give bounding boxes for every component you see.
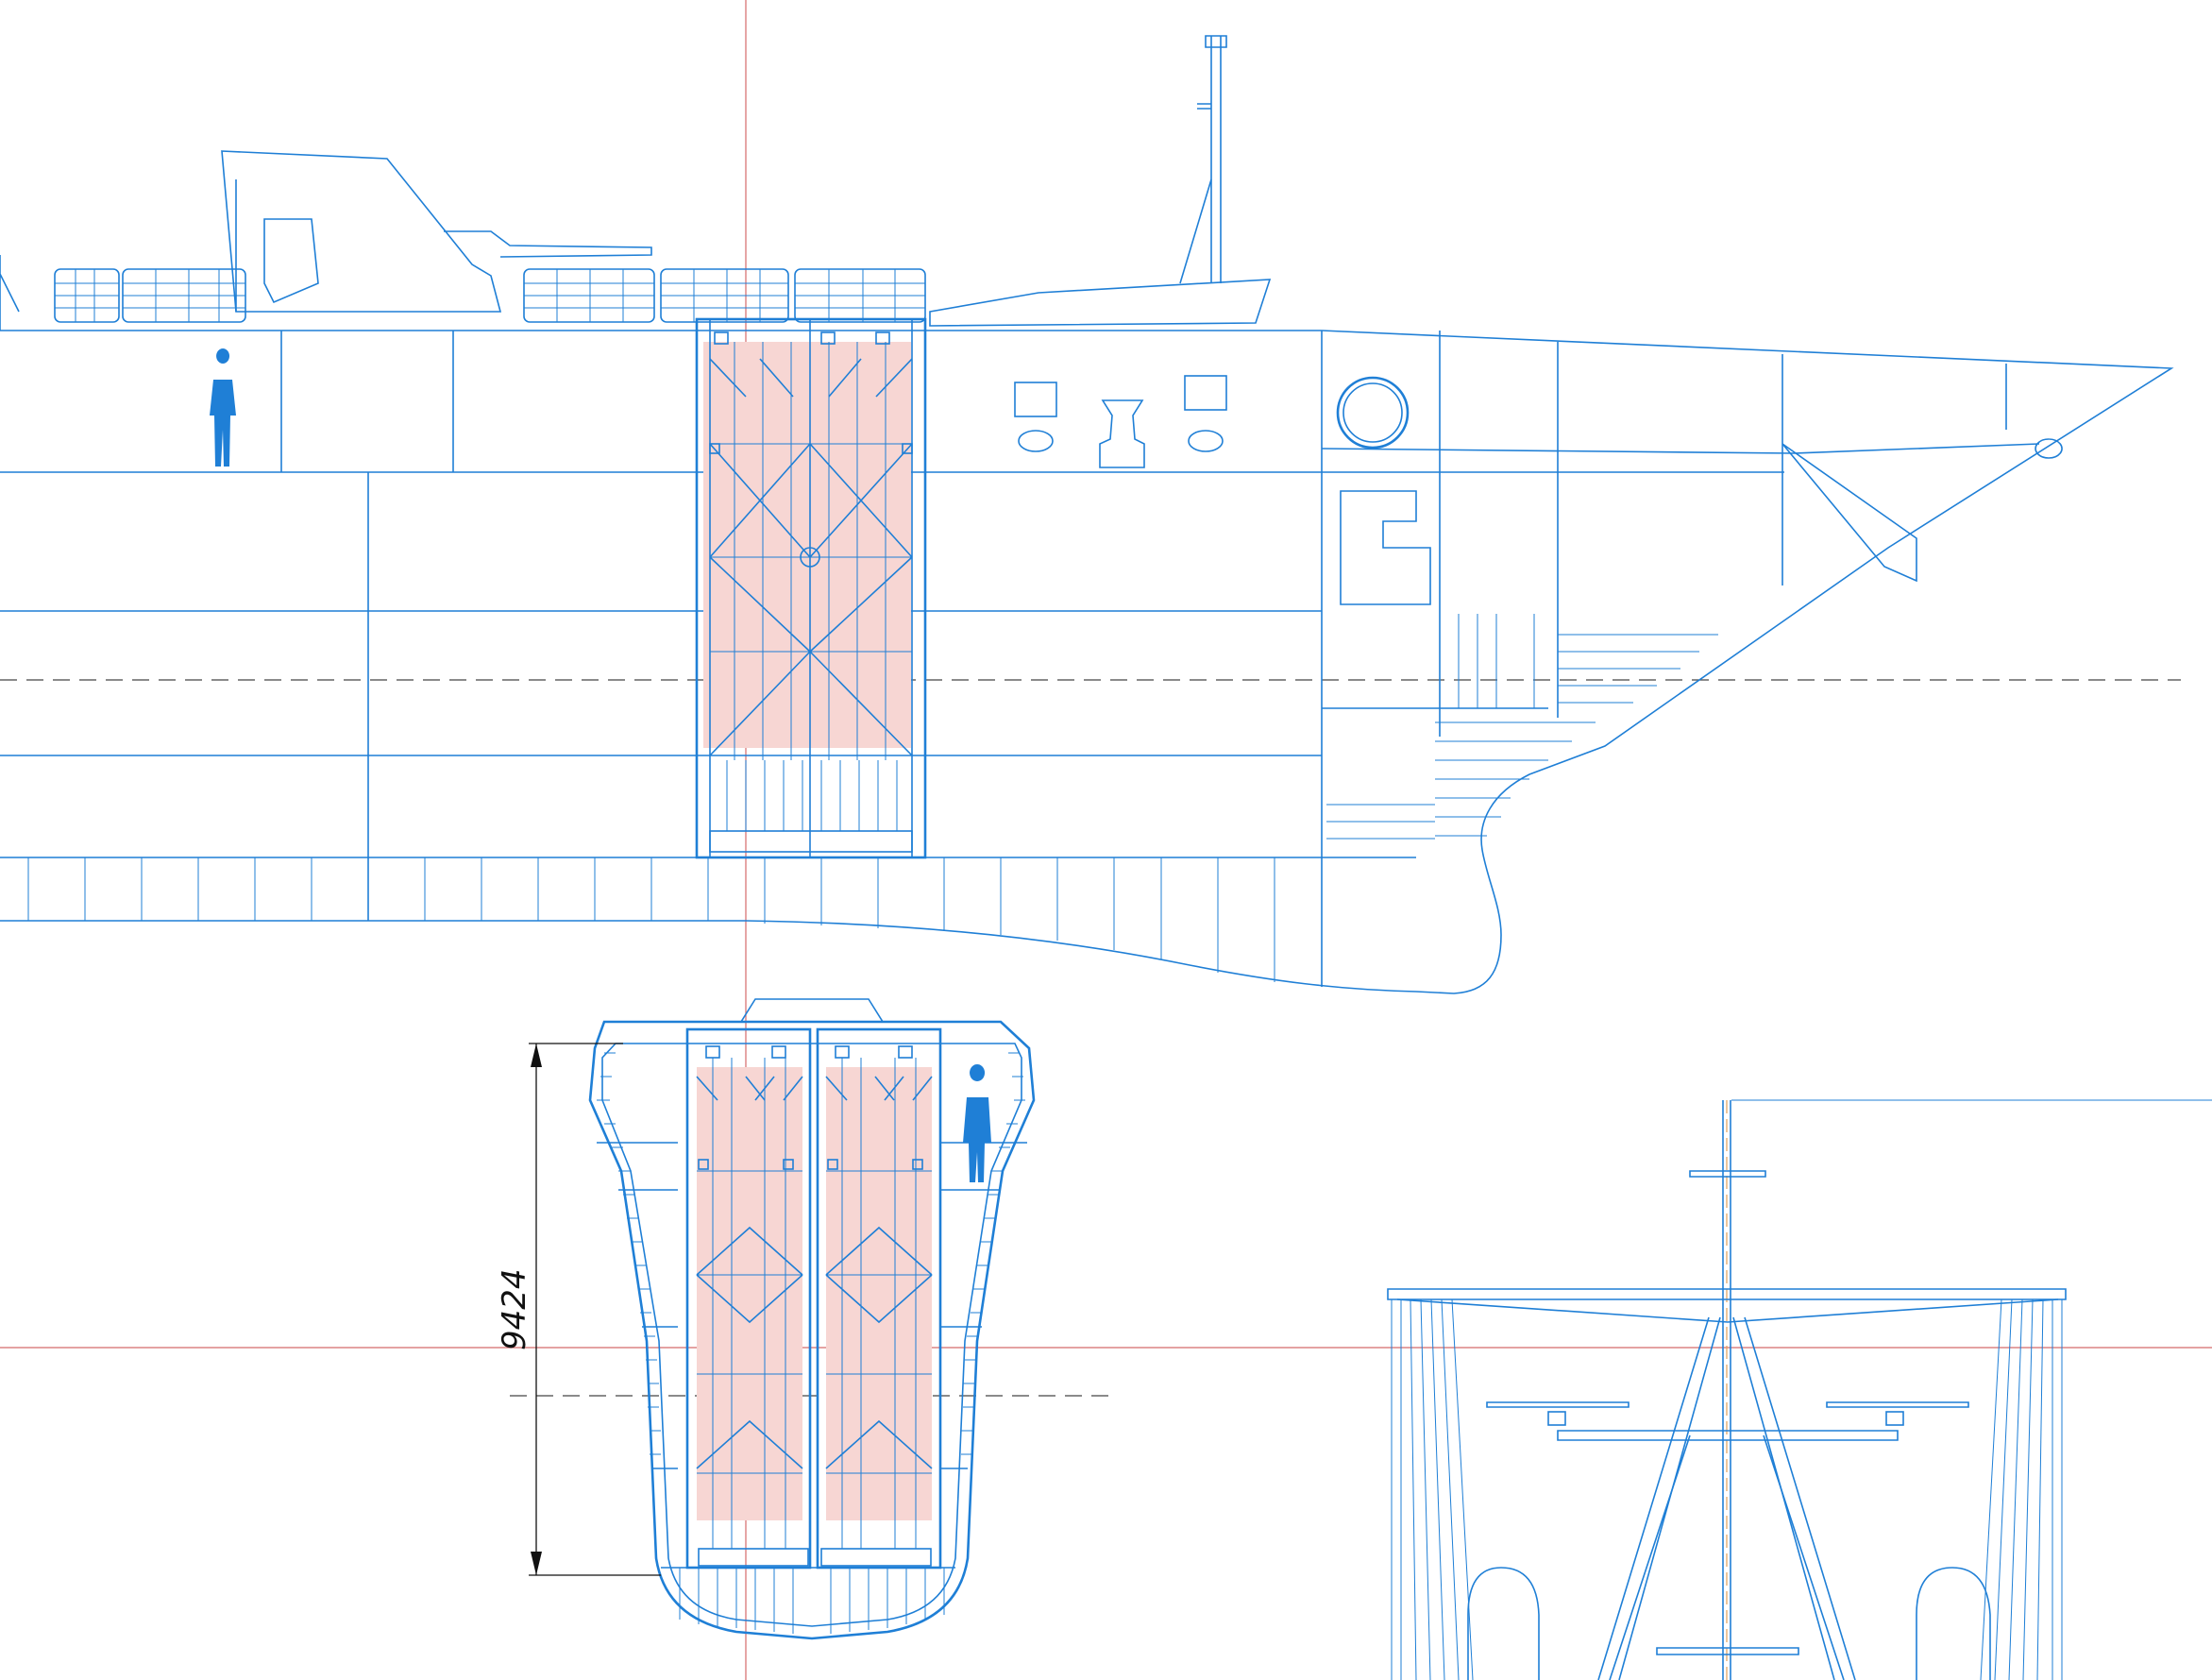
cross-section-view: 9424 bbox=[496, 998, 1114, 1640]
beam-dimension: 9424 bbox=[496, 1043, 661, 1576]
person-silhouette-section bbox=[963, 1064, 991, 1182]
life-rafts bbox=[54, 268, 926, 323]
side-profile-view bbox=[0, 35, 2181, 994]
openings bbox=[1014, 375, 1410, 468]
center-silo-side bbox=[695, 317, 927, 859]
person-silhouette bbox=[210, 348, 236, 467]
twin-silos-section bbox=[685, 1027, 942, 1570]
dimension-label: 9424 bbox=[496, 1268, 533, 1350]
mast-front-view bbox=[1387, 1099, 2212, 1680]
